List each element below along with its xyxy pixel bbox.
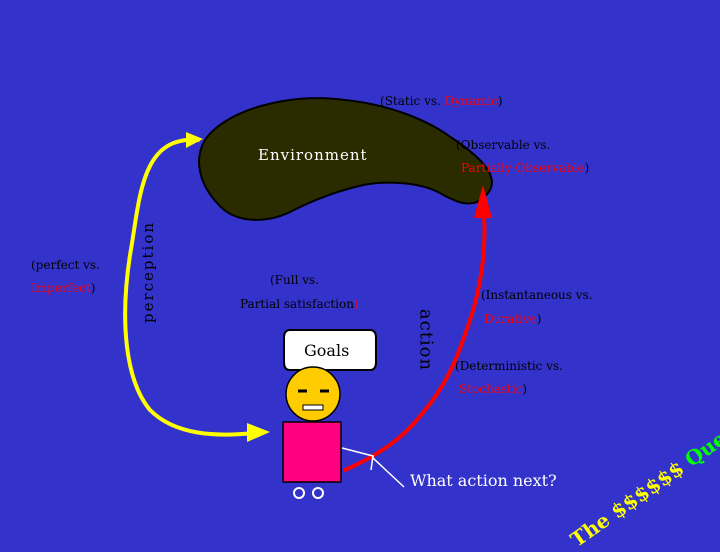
stochastic-text: Stochastic (459, 382, 523, 396)
perfect-line1: (perfect vs. (31, 258, 100, 272)
partial-satisfaction-text: Partial satisfaction (240, 297, 354, 311)
observable-line1: (Observable vs. (456, 138, 551, 152)
observable-close: ) (584, 161, 590, 175)
deterministic-line1: (Deterministic vs. (455, 359, 563, 373)
static-dynamic-label: (Static vs. Dynamic) (380, 94, 503, 108)
deterministic-open: ( (455, 359, 460, 373)
agent-mouth (302, 404, 324, 411)
deterministic-text: Deterministic vs. (459, 359, 563, 373)
agent-head (285, 366, 341, 422)
dynamic-text: Dynamic (444, 94, 498, 108)
action-arrow (343, 213, 487, 472)
full-line2: Partial satisfaction) (240, 297, 359, 311)
perception-arrowhead-bottom (247, 423, 270, 442)
deterministic-close: ) (522, 382, 528, 396)
instantaneous-close: ) (536, 312, 542, 326)
environment-blob (198, 97, 493, 221)
perception-label: perception (139, 220, 157, 324)
question-callout-tick (370, 455, 374, 471)
static-open: ( (380, 94, 385, 108)
action-label: action (415, 308, 437, 372)
perception-arrow (123, 137, 257, 437)
diagram-svg (123, 97, 493, 499)
imperfect-text: Imperfect (31, 281, 91, 295)
static-close: ) (497, 94, 503, 108)
diagram-canvas: (Static vs. Dynamic) Environment (Observ… (31, 94, 720, 552)
agent-figure (282, 366, 342, 499)
action-arrowhead (474, 185, 492, 218)
question-label: What action next? (410, 471, 557, 490)
agent-left-wheel (293, 487, 305, 499)
agent-right-wheel (312, 487, 324, 499)
instantaneous-line2: Durative) (484, 312, 541, 326)
perception-arrowhead-top (186, 132, 203, 148)
perfect-close: ) (90, 281, 96, 295)
environment-label: Environment (258, 146, 368, 164)
instantaneous-line1: (Instantaneous vs. (481, 288, 593, 302)
durative-text: Durative (484, 312, 537, 326)
goals-label: Goals (304, 341, 350, 360)
observable-line2: Partially Observable) (461, 161, 589, 175)
agent-body (282, 421, 342, 483)
static-text: Static vs. (384, 94, 445, 108)
deterministic-line2: Stochastic) (459, 382, 527, 396)
partially-observable-text: Partially Observable (461, 161, 585, 175)
perfect-line2: Imperfect) (31, 281, 95, 295)
full-line1: (Full vs. (270, 273, 319, 287)
full-close: ) (353, 297, 359, 311)
